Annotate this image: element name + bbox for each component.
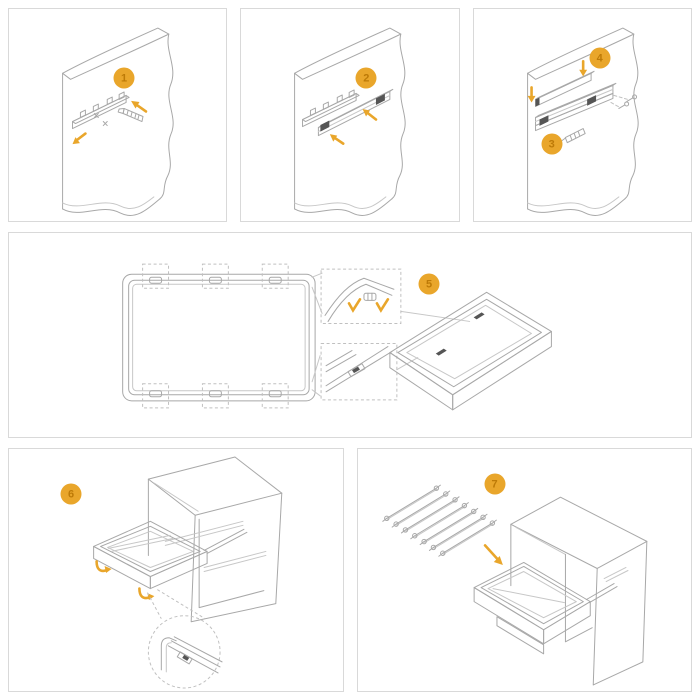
step-5-drawing bbox=[9, 233, 691, 437]
step-7-badge: 7 bbox=[484, 473, 505, 495]
attach-arrow-icon bbox=[72, 134, 86, 145]
press-down-arrow-icon bbox=[527, 87, 536, 103]
check-icon bbox=[349, 299, 360, 310]
place-arrow-icon bbox=[485, 545, 503, 565]
assembled-tray-drawing bbox=[390, 292, 552, 410]
panel-step-2: 2 bbox=[240, 8, 460, 222]
bottom-row: 6 bbox=[8, 448, 692, 692]
cabinet-box-drawing bbox=[510, 497, 646, 685]
magnifier-detail-circle bbox=[147, 590, 222, 688]
step-6-drawing bbox=[9, 449, 343, 691]
panel-steps-3-4: 4 3 bbox=[472, 8, 692, 222]
top-row: 1 bbox=[8, 8, 692, 222]
attach-arrow-icon bbox=[330, 134, 343, 144]
cabinet-box-drawing bbox=[148, 457, 281, 622]
step-4-badge: 4 bbox=[589, 47, 611, 69]
wall-plug-drawing bbox=[118, 108, 143, 121]
engage-arrow-icon bbox=[97, 561, 112, 574]
slide-rail-drawing bbox=[319, 89, 393, 135]
frame-top-view-drawing bbox=[123, 274, 315, 401]
cabinet-side-panel-drawing bbox=[295, 28, 406, 215]
slide-assembly-drawing bbox=[535, 83, 615, 130]
panel-step-7: 7 bbox=[356, 448, 692, 692]
detail-inset-clip-under-edge bbox=[321, 269, 401, 323]
panel-step-6: 6 bbox=[8, 448, 344, 692]
step-2-drawing bbox=[241, 9, 458, 221]
middle-row: 5 bbox=[8, 232, 692, 438]
attach-arrow-icon bbox=[362, 108, 376, 120]
step-1-badge: 1 bbox=[113, 67, 135, 89]
step-7-drawing bbox=[358, 449, 692, 691]
mounting-bracket-drawing bbox=[303, 90, 360, 127]
press-down-arrow-icon bbox=[578, 61, 587, 77]
panel-step-1: 1 bbox=[8, 8, 228, 222]
clip-position-markers bbox=[143, 264, 289, 408]
callout-leader-lines bbox=[312, 273, 470, 396]
step-6-badge: 6 bbox=[60, 483, 82, 505]
step-1-drawing bbox=[9, 9, 226, 221]
detail-inset-clip-on-rail bbox=[321, 344, 397, 400]
step-3-badge: 3 bbox=[541, 133, 563, 155]
pull-out-frame-drawing bbox=[94, 521, 247, 588]
steps-3-4-drawing bbox=[474, 9, 691, 221]
hanger-bars-drawing bbox=[382, 485, 496, 556]
mounting-bracket-drawing bbox=[73, 92, 130, 129]
cover-profile-drawing bbox=[535, 71, 594, 106]
cabinet-side-panel-drawing bbox=[63, 28, 174, 215]
step-2-badge: 2 bbox=[355, 67, 377, 89]
attach-arrow-icon bbox=[131, 100, 146, 112]
screws-drawing bbox=[611, 95, 637, 109]
pull-out-frame-drawing bbox=[474, 562, 617, 653]
step-5-badge: 5 bbox=[418, 273, 440, 295]
check-icon bbox=[377, 299, 388, 310]
engage-arrow-icon bbox=[139, 589, 155, 601]
panel-step-5: 5 bbox=[8, 232, 692, 438]
